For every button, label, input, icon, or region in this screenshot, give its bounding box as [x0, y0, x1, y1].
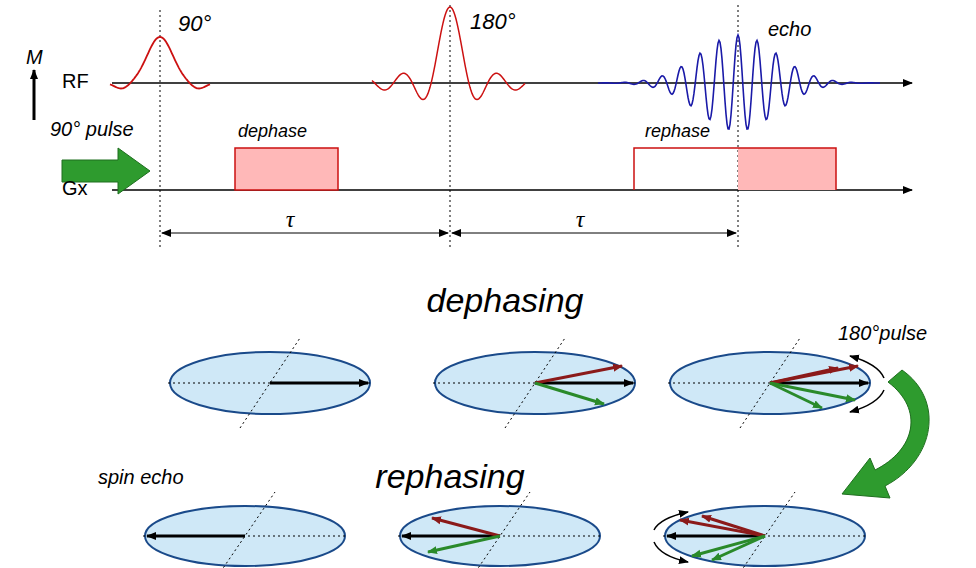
pulse-label: 180°: [470, 10, 516, 34]
spin-vectors: [147, 366, 868, 560]
gradient-label: dephase: [238, 122, 307, 142]
tau-arrow: [452, 233, 736, 234]
step-label: spin echo: [98, 466, 184, 488]
rf-axis: [112, 82, 912, 84]
interval-label: τ: [576, 206, 585, 232]
time-markers: [160, 5, 738, 248]
axis-label: Gx: [62, 177, 88, 199]
interval-label: τ: [286, 206, 295, 232]
phase-title: dephasing: [427, 282, 584, 319]
rf-pulse-180: [372, 7, 525, 100]
gradient-label: rephase: [645, 122, 710, 142]
echo-signal: [598, 35, 880, 129]
plane-axes: [143, 338, 872, 568]
signal-label: echo: [768, 18, 811, 40]
rephase-lobe: [634, 148, 836, 190]
step-label: 90° pulse: [50, 118, 134, 140]
pulse-label: 90°: [178, 12, 211, 36]
transverse-planes: [145, 352, 870, 566]
axis-label: RF: [62, 70, 89, 92]
rotation-arcs: [654, 356, 884, 562]
dephase-lobe: [235, 148, 338, 190]
phase-title: rephasing: [375, 458, 524, 495]
rf-pulse-90: [110, 37, 210, 89]
pulse-curved-arrow: [842, 370, 929, 498]
rephase-lobe-fill: [738, 148, 836, 190]
tau-arrow: [162, 233, 448, 234]
step-label: 180°pulse: [838, 322, 927, 344]
magnetization-arrow: [33, 70, 36, 120]
axis-label: M: [26, 46, 43, 68]
